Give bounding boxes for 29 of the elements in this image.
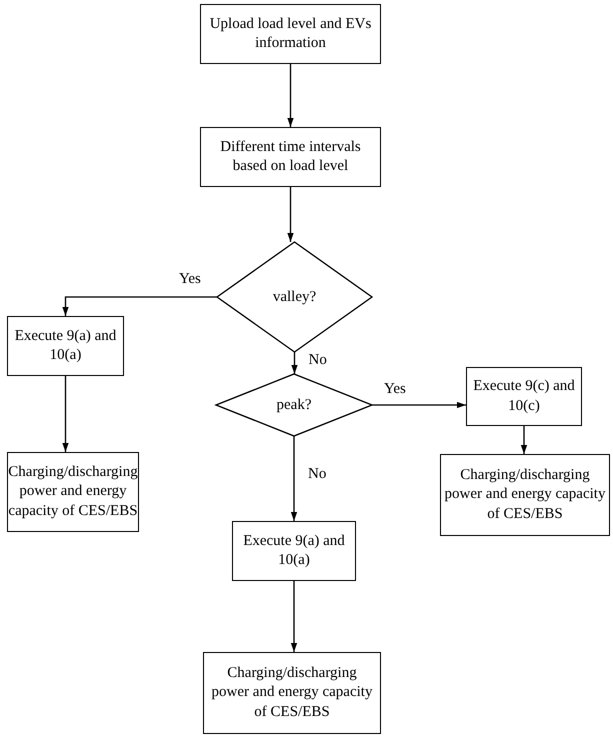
node-text: Charging/discharging power and energy capacity of CES/EBS (8, 462, 138, 521)
process-box (200, 4, 381, 64)
decision-diamond (217, 242, 372, 352)
arrow (290, 436, 298, 521)
process-box (440, 454, 610, 536)
process-box (466, 367, 582, 426)
node-text: Execute 9(a) and 10(a) (242, 532, 346, 570)
arrow (62, 296, 217, 316)
arrow (62, 376, 69, 452)
process-box (7, 452, 139, 532)
node-text: valley? (272, 288, 316, 306)
process-box (203, 652, 381, 734)
process-box (200, 127, 381, 187)
node-text: Charging/discharging power and energy capacity of CES/EBS (210, 664, 374, 722)
process-box (232, 521, 356, 581)
decision-diamond (216, 374, 372, 436)
arrow (287, 187, 294, 242)
node-text: peak? (276, 396, 312, 414)
arrow (291, 352, 298, 374)
arrow (520, 426, 528, 454)
node-text: Different time intervals based on load level (219, 138, 362, 176)
node-text: Execute 9(a) and 10(a) (14, 326, 118, 365)
arrow (287, 64, 294, 127)
node-text: Execute 9(c) and 10(c) (472, 377, 576, 416)
node-text: Charging/discharging power and energy capacity of CES/EBS (444, 466, 606, 524)
arrow (372, 402, 466, 408)
node-text: Upload load level and EVs information (208, 14, 372, 53)
process-box (7, 316, 124, 376)
arrow (290, 581, 298, 652)
